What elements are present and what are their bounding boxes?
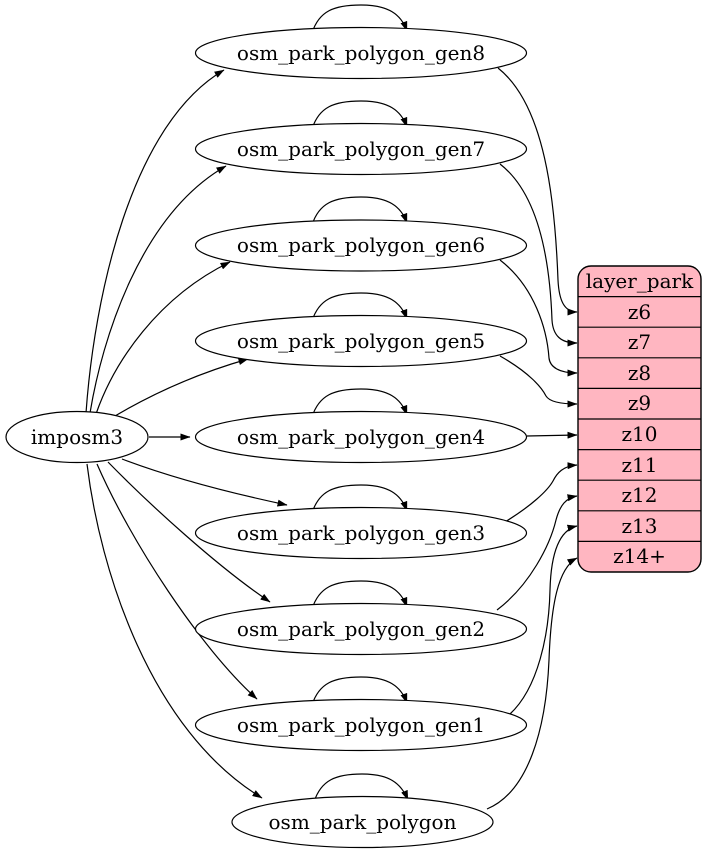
node-gen2: osm_park_polygon_gen2 xyxy=(194,602,528,656)
self-loop-edges xyxy=(311,4,409,803)
node-label-gen2: osm_park_polygon_gen2 xyxy=(237,617,485,641)
edge-gen5-z9 xyxy=(499,355,578,408)
layer-row-z9: z9 xyxy=(628,391,651,415)
edge-gen7-z7 xyxy=(499,163,578,347)
node-label-gen7: osm_park_polygon_gen7 xyxy=(237,137,485,161)
layer-park-title: layer_park xyxy=(586,269,694,293)
layer-row-z13: z13 xyxy=(622,514,658,538)
node-ellipse-gen5 xyxy=(194,314,528,368)
edge-imposm3-gen1 xyxy=(96,463,258,700)
node-ellipse-gen1 xyxy=(194,698,528,752)
edge-gen8-z6 xyxy=(497,67,578,316)
self-loop-gen4 xyxy=(311,388,408,418)
layer-row-z6: z6 xyxy=(628,300,651,324)
node-imposm3: imposm3 xyxy=(5,410,149,464)
edge-gen6-z8 xyxy=(499,259,578,377)
node-polygon: osm_park_polygon xyxy=(231,795,494,849)
layer-row-z14: z14+ xyxy=(613,544,666,568)
self-loop-gen1 xyxy=(311,676,408,706)
layer-row-z11: z11 xyxy=(622,453,658,477)
node-label-gen5: osm_park_polygon_gen5 xyxy=(237,329,485,353)
node-label-gen8: osm_park_polygon_gen8 xyxy=(237,41,485,65)
self-loop-gen5 xyxy=(311,292,408,322)
edge-gen4-z10 xyxy=(526,431,578,439)
node-label-gen6: osm_park_polygon_gen6 xyxy=(237,233,485,257)
node-label-polygon: osm_park_polygon xyxy=(269,810,457,834)
edge-gen3-z11 xyxy=(499,462,578,526)
edges-from-source xyxy=(85,69,288,799)
self-loop-gen2 xyxy=(311,580,408,610)
node-label-imposm3: imposm3 xyxy=(31,425,123,449)
node-label-gen3: osm_park_polygon_gen3 xyxy=(237,521,485,545)
edge-imposm3-gen3 xyxy=(121,458,288,507)
node-gen8: osm_park_polygon_gen8 xyxy=(194,26,528,80)
node-ellipse-imposm3 xyxy=(5,410,149,464)
node-ellipse-polygon xyxy=(231,795,494,849)
edge-imposm3-gen8 xyxy=(85,69,225,414)
edge-imposm3-gen7 xyxy=(89,165,227,414)
node-ellipse-gen3 xyxy=(194,506,528,560)
edges-to-layer xyxy=(486,67,578,810)
node-ellipse-gen7 xyxy=(194,122,528,176)
edge-polygon-z14 xyxy=(486,557,578,810)
node-gen3: osm_park_polygon_gen3 xyxy=(194,506,528,560)
edge-gen1-z13 xyxy=(509,524,578,715)
layer-row-z12: z12 xyxy=(622,483,658,507)
layer-row-z7: z7 xyxy=(628,330,651,354)
layer-park-table: layer_park z6 z7 z8 z9 z10 z11 z12 z13 z… xyxy=(577,265,702,573)
self-loop-polygon xyxy=(313,773,409,803)
edge-imposm3-polygon xyxy=(86,463,263,799)
layer-row-z10: z10 xyxy=(622,422,658,446)
self-loop-gen8 xyxy=(311,4,408,34)
node-gen6: osm_park_polygon_gen6 xyxy=(194,219,528,272)
node-gen5: osm_park_polygon_gen5 xyxy=(194,314,528,368)
self-loop-gen6 xyxy=(311,196,408,226)
node-ellipse-gen8 xyxy=(194,26,528,80)
edge-imposm3-gen2 xyxy=(107,461,271,603)
node-ellipse-gen6 xyxy=(194,219,528,272)
edge-gen2-z12 xyxy=(496,494,578,611)
node-ellipse-gen4 xyxy=(194,410,528,464)
layer-row-z8: z8 xyxy=(628,361,651,385)
edge-imposm3-gen6 xyxy=(95,261,231,415)
node-gen7: osm_park_polygon_gen7 xyxy=(194,122,528,176)
edge-imposm3-gen5 xyxy=(109,358,249,420)
node-gen1: osm_park_polygon_gen1 xyxy=(194,698,528,752)
node-ellipse-gen2 xyxy=(194,602,528,656)
node-label-gen1: osm_park_polygon_gen1 xyxy=(237,713,485,737)
self-loop-gen7 xyxy=(311,100,408,130)
self-loop-gen3 xyxy=(311,484,408,514)
node-gen4: osm_park_polygon_gen4 xyxy=(194,410,528,464)
node-label-gen4: osm_park_polygon_gen4 xyxy=(237,425,485,449)
